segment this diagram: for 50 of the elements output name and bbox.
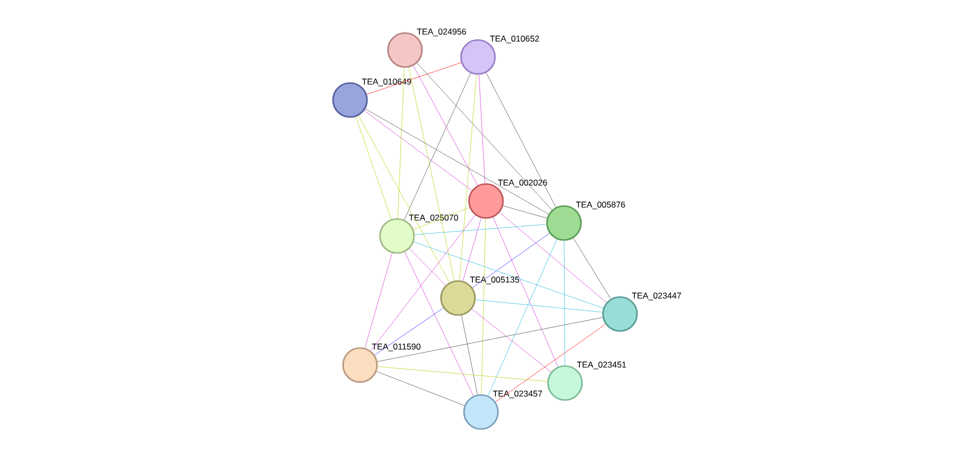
edge (374, 308, 444, 356)
edge (376, 371, 465, 406)
edge (573, 238, 611, 300)
node-label: TEA_010652 (490, 36, 539, 44)
node-label: TEA_005876 (576, 202, 626, 210)
edge (413, 65, 478, 186)
edge (364, 110, 472, 191)
edge (492, 217, 558, 367)
edge (472, 308, 552, 372)
edge (495, 324, 606, 402)
edge (358, 115, 450, 283)
edge (462, 218, 482, 282)
edge (414, 224, 546, 235)
edge (459, 74, 477, 280)
edge (564, 240, 566, 366)
node-label: TEA_024956 (416, 28, 466, 36)
edge (364, 252, 392, 348)
protein-node: TEA_011590 (342, 344, 420, 383)
node-label: TEA_023447 (632, 292, 681, 300)
edge (461, 315, 478, 395)
protein-node: TEA_023451 (547, 362, 626, 401)
edge (398, 68, 404, 218)
node-label: TEA_011590 (372, 344, 420, 352)
edge (481, 218, 486, 394)
edge (365, 108, 549, 214)
edge (476, 300, 602, 312)
edge (378, 366, 548, 382)
protein-node: TEA_005876 (546, 202, 626, 241)
edge (478, 74, 486, 184)
edge (502, 206, 548, 218)
edge (486, 72, 556, 208)
edge (416, 62, 552, 210)
protein-node: TEA_005135 (440, 276, 520, 316)
edge (408, 67, 454, 281)
edge (356, 116, 392, 220)
node-label: TEA_002026 (498, 180, 548, 188)
edge (499, 212, 607, 303)
edge (472, 233, 550, 288)
protein-node: TEA_002026 (468, 180, 548, 219)
edge (409, 248, 446, 286)
edge (488, 239, 558, 396)
edge (404, 73, 471, 220)
node-label: TEA_023451 (576, 362, 626, 370)
protein-node: TEA_023447 (602, 292, 681, 332)
node-label: TEA_005135 (470, 276, 520, 284)
edge (404, 252, 474, 396)
edge (377, 317, 603, 362)
edge (366, 62, 462, 95)
edge (414, 242, 604, 308)
edge (370, 214, 476, 352)
